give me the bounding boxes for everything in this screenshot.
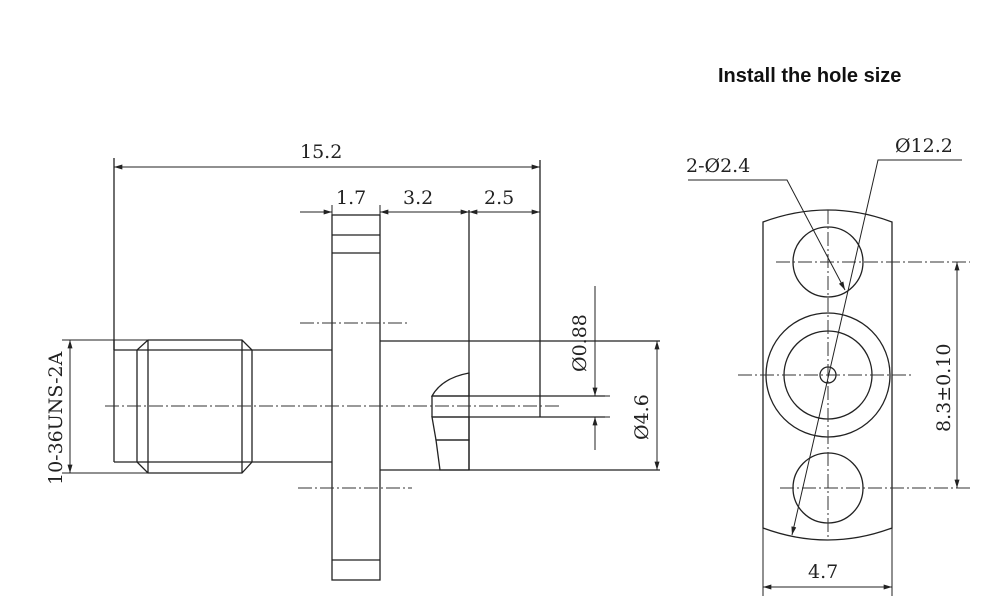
dim-body-diameter: Ø4.6 bbox=[631, 394, 653, 440]
dim-pin-diameter: Ø0.88 bbox=[569, 314, 591, 372]
side-view: 15.2 1.7 3.2 2.5 10-36UNS-2A Ø0.88 Ø4.6 bbox=[45, 141, 660, 581]
label-mount-holes: 2-Ø2.4 bbox=[686, 155, 750, 177]
dim-overall-length: 15.2 bbox=[300, 141, 342, 163]
dim-flange-thickness: 1.7 bbox=[336, 187, 366, 209]
dim-pin-length: 2.5 bbox=[484, 187, 514, 209]
rear-body bbox=[113, 340, 332, 463]
flange bbox=[331, 214, 381, 581]
dim-thread-spec: 10-36UNS-2A bbox=[45, 351, 67, 485]
dim-body-length: 3.2 bbox=[403, 187, 433, 209]
dim-hole-spacing: 8.3±0.10 bbox=[933, 344, 955, 432]
hole-view: 2-Ø2.4 Ø12.2 8.3±0.10 4.7 bbox=[686, 135, 970, 596]
front-body bbox=[380, 340, 660, 471]
dim-flange-width: 4.7 bbox=[808, 561, 838, 583]
drawing-title: Install the hole size bbox=[718, 65, 901, 87]
label-outer-diameter: Ø12.2 bbox=[895, 135, 953, 157]
